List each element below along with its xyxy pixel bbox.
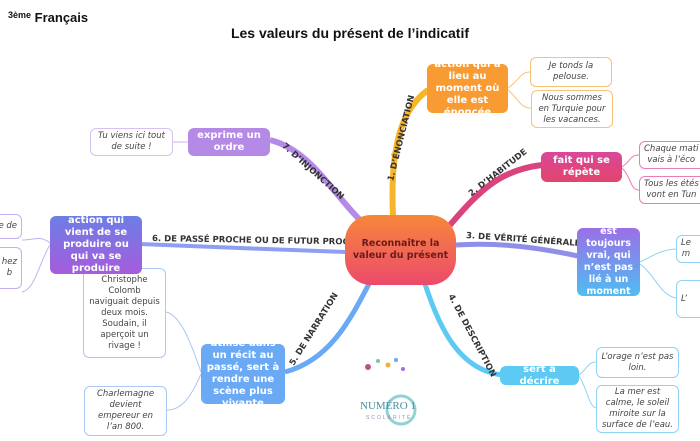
example-verite-2: L’ [676,280,700,318]
example-injonction-1: Tu viens ici tout de suite ! [90,128,173,156]
node-description[interactable]: sert à décrire [500,364,579,387]
branch-line-3 [455,241,579,259]
branch-line-1 [389,87,430,217]
page-title: Les valeurs du présent de l’indicatif [230,25,470,41]
example-habitude-2: Tous les étés vont en Tun [639,176,700,204]
logo-text: NUMÉRO 1 [360,400,416,412]
example-enonciation-1: Je tonds la pelouse. [530,57,612,87]
example-narration-2: Charlemagne devient empereur en l’an 800… [84,386,167,436]
example-enonciation-2: Nous sommes en Turquie pour les vacances… [531,90,613,128]
node-injonction[interactable]: exprime un ordre [188,128,270,156]
example-habitude-1: Chaque mati vais à l’éco [639,141,700,169]
example-proche-2: hez b [0,247,22,289]
node-enonciation[interactable]: action qui a lieu au moment où elle est … [427,59,508,118]
example-description-2: La mer est calme, le soleil miroite sur … [596,385,679,433]
branch-line-4 [422,283,503,378]
example-narration-1: Christophe Colomb naviguait depuis deux … [83,268,166,358]
class-level: 3ème Français [8,10,88,25]
numero1-logo: NUMÉRO 1 SCOLARITÉ [358,355,428,435]
logo-subtext: SCOLARITÉ [366,415,413,421]
center-node[interactable]: Reconnaître la valeur du présent [345,215,456,285]
example-verite-1: Le m [676,235,700,263]
level-text: 3ème [8,10,32,20]
node-habitude[interactable]: fait qui se répète [541,152,622,182]
branch-line-5 [284,280,373,375]
branch-line-6 [139,242,346,254]
node-narration[interactable]: utilisé dans un récit au passé, sert à r… [201,338,285,409]
node-verite-generale[interactable]: fait qui est toujours vrai, qui n’est pa… [577,214,640,309]
branch-line-7 [269,137,363,223]
branch-line-2 [447,162,543,227]
logo-graphic-icon [365,358,417,426]
example-description-1: L’orage n’est pas loin. [596,347,679,378]
node-passe-futur-proche[interactable]: action qui vient de se produire ou qui v… [50,215,142,274]
subject-text: Français [34,10,89,25]
example-proche-1: e de [0,214,22,239]
